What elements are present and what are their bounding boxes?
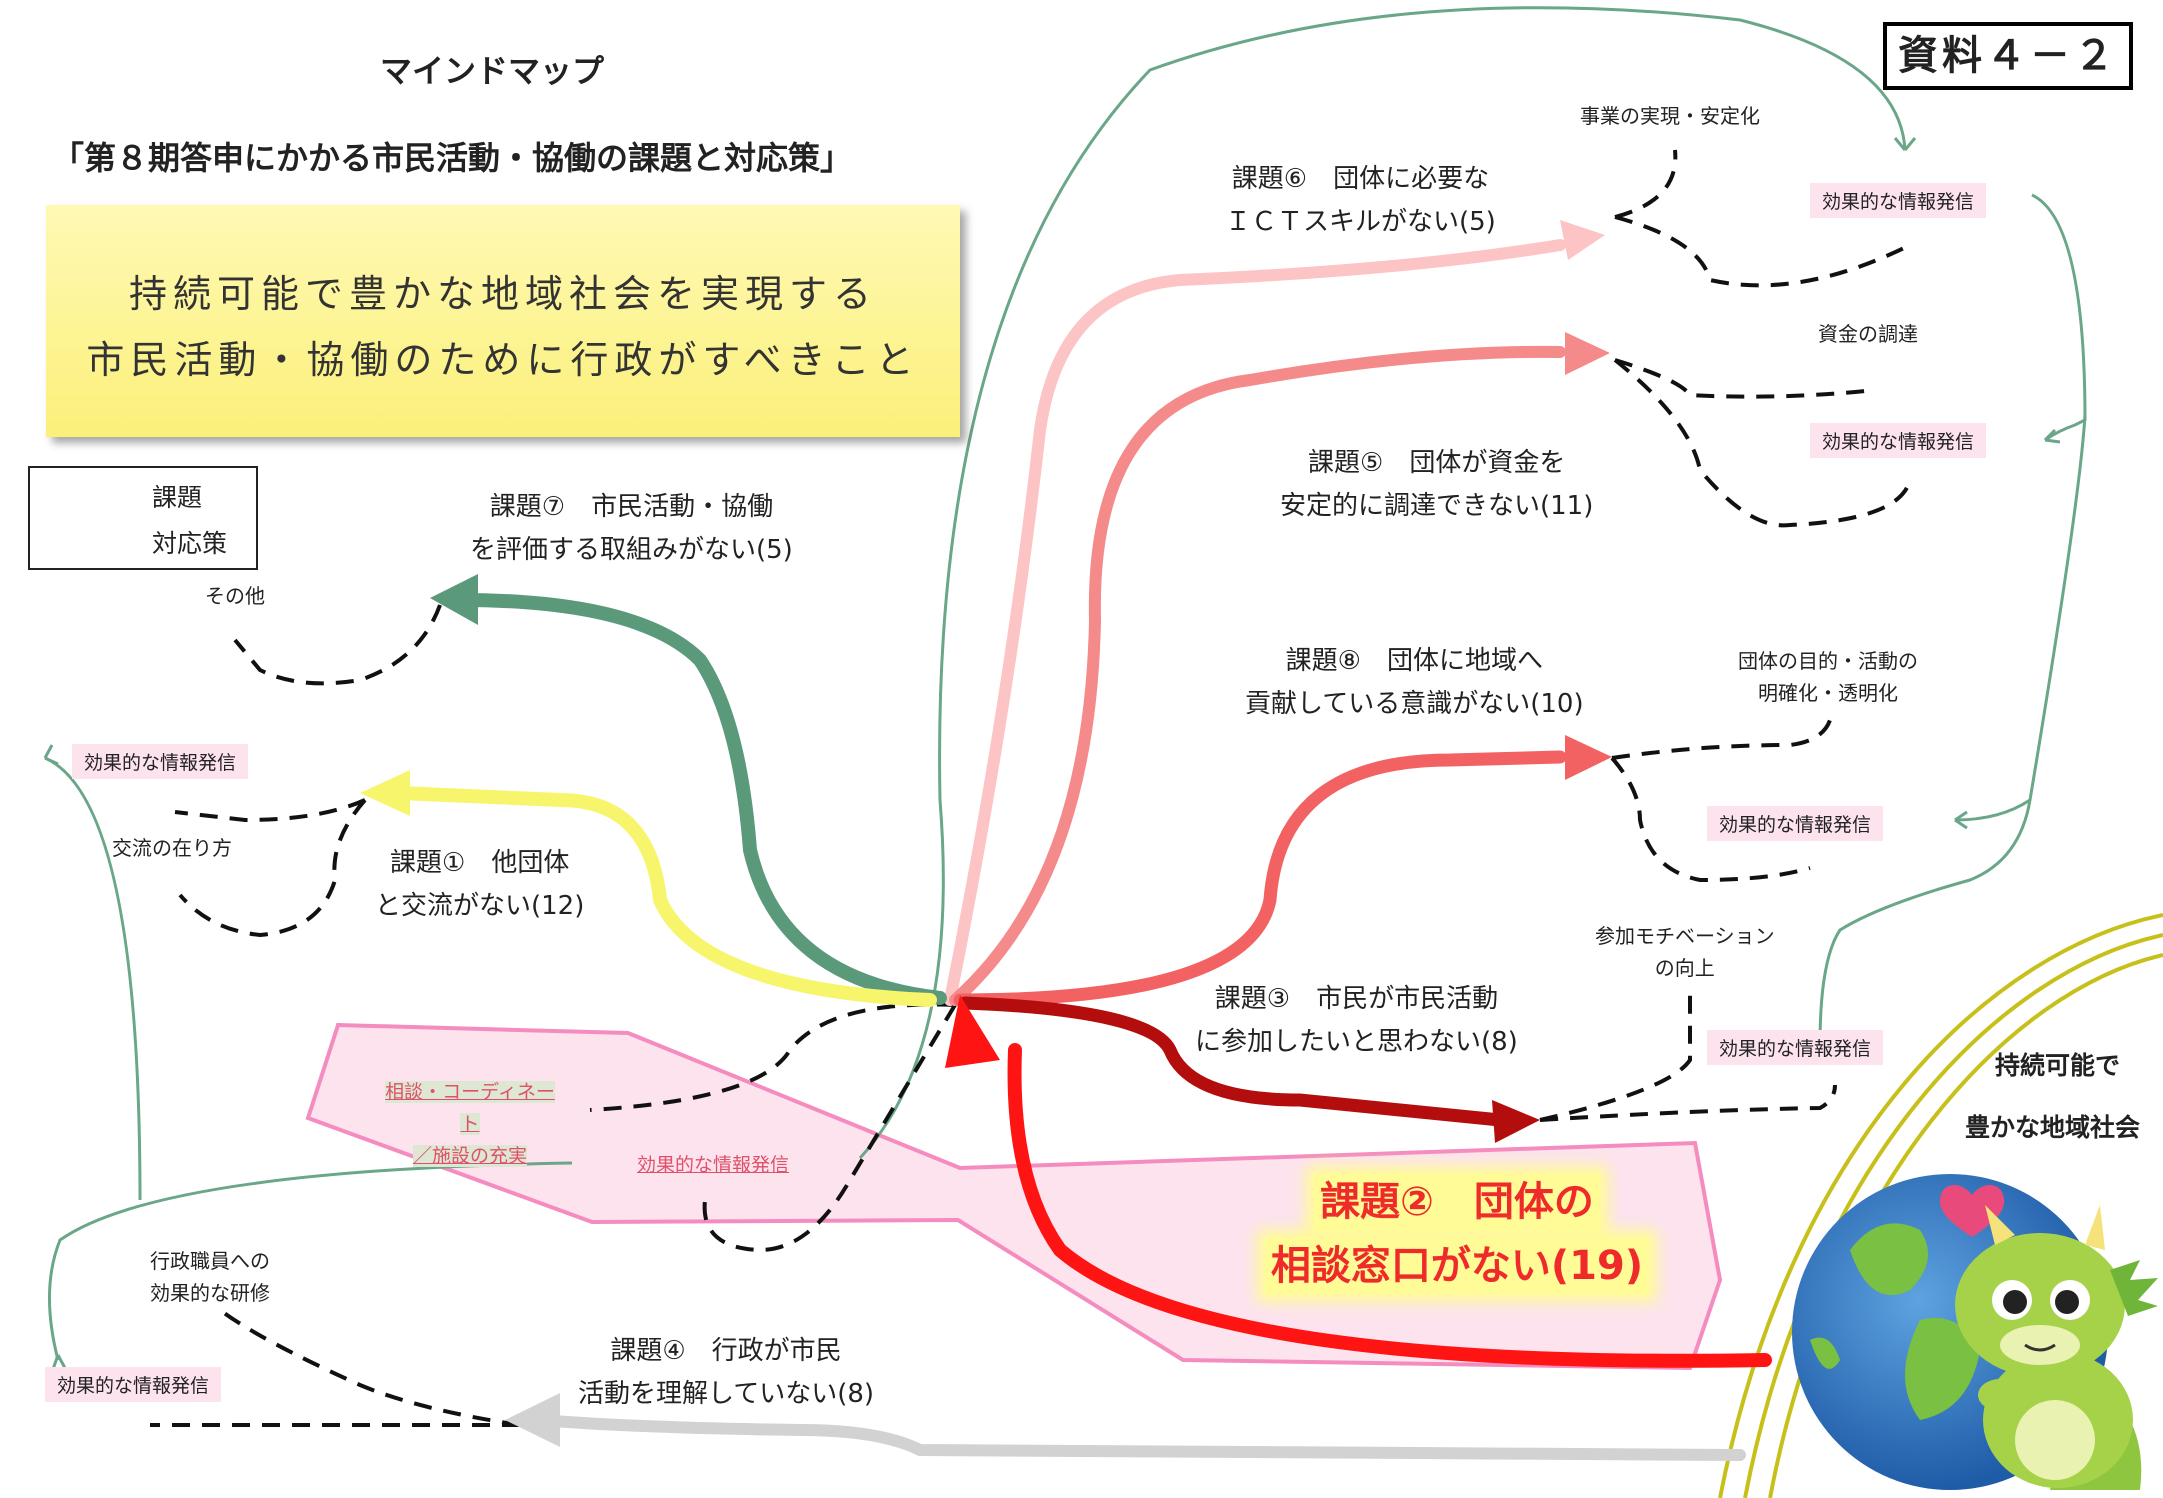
info-tag-issue3: 効果的な情報発信 bbox=[1707, 1030, 1884, 1065]
legend-countermeasure-label: 対応策 bbox=[152, 529, 228, 558]
dragon-mascot-icon bbox=[1955, 1205, 2158, 1490]
measure-info-consult: 効果的な情報発信 bbox=[637, 1154, 790, 1176]
issue4-arrow bbox=[534, 1414, 1746, 1461]
issue3-arrow bbox=[958, 996, 1507, 1127]
goal-line1: 持続可能で bbox=[1995, 1051, 2121, 1080]
heart-icon bbox=[1939, 1184, 2005, 1237]
measure-participation: 参加モチベーション の向上 bbox=[1595, 924, 1775, 980]
issue4-label: 課題④ 行政が市民 活動を理解していない(8) bbox=[578, 1336, 875, 1409]
document-id: 資料４－２ bbox=[1883, 22, 2133, 90]
measure-funding: 資金の調達 bbox=[1818, 322, 1918, 346]
info-tag-issue8: 効果的な情報発信 bbox=[1707, 806, 1884, 841]
measure-staff-training: 行政職員への 効果的な研修 bbox=[150, 1249, 270, 1305]
theme-line2: 市民活動・協働のために行政がすべきこと bbox=[86, 338, 920, 382]
page-subtitle: 「第８期答申にかかる市民活動・協働の課題と対応策」 bbox=[52, 139, 853, 177]
issue8-label: 課題⑧ 団体に地域へ 貢献している意識がない(10) bbox=[1245, 646, 1584, 719]
issue3-label: 課題③ 市民が市民活動 に参加したいと思わない(8) bbox=[1195, 984, 1518, 1057]
countermeasure-lines bbox=[150, 149, 1912, 1427]
issue7-arrow bbox=[453, 593, 947, 1005]
measure-purpose: 団体の目的・活動の 明確化・透明化 bbox=[1738, 649, 1918, 705]
measure-exchange: 交流の在り方 bbox=[112, 836, 232, 860]
issue2-label: 課題② 団体の 相談窓口がない(19) bbox=[1262, 1170, 1652, 1298]
issue6-arrow bbox=[944, 239, 1566, 1006]
issue5-arrow bbox=[949, 345, 1566, 1006]
issue8-arrow bbox=[953, 750, 1567, 1007]
theme-line1: 持続可能で豊かな地域社会を実現する bbox=[128, 272, 877, 316]
legend: 課題 対応策 bbox=[28, 466, 258, 570]
issue2-arrow bbox=[1007, 1043, 1772, 1368]
arrowheads bbox=[360, 220, 1612, 1447]
legend-issue-label: 課題 bbox=[152, 483, 203, 512]
issue5-label: 課題⑤ 団体が資金を 安定的に調達できない(11) bbox=[1280, 448, 1594, 521]
theme-box: 持続可能で豊かな地域社会を実現する 市民活動・協働のために行政がすべきこと bbox=[46, 205, 960, 437]
info-tag-issue6: 効果的な情報発信 bbox=[1810, 183, 1987, 218]
page-title: マインドマップ bbox=[380, 52, 605, 90]
info-tag-issue1: 効果的な情報発信 bbox=[72, 744, 249, 779]
issue1-label: 課題① 他団体 と交流がない(12) bbox=[375, 848, 585, 921]
measure-business: 事業の実現・安定化 bbox=[1580, 104, 1760, 128]
issue-arrows bbox=[393, 239, 1772, 1461]
measure-consult: 相談・コーディネート ／施設の充実 bbox=[385, 1081, 555, 1167]
goal-line2: 豊かな地域社会 bbox=[1965, 1113, 2141, 1142]
issue6-label: 課題⑥ 団体に必要な ＩＣＴスキルがない(5) bbox=[1225, 164, 1496, 237]
info-tag-issue5: 効果的な情報発信 bbox=[1810, 423, 1987, 458]
issue1-arrow bbox=[393, 786, 937, 1007]
info-tag-issue4: 効果的な情報発信 bbox=[45, 1367, 222, 1402]
issue7-label: 課題⑦ 市民活動・協働 を評価する取組みがない(5) bbox=[470, 492, 793, 565]
measure-other: その他 bbox=[205, 584, 265, 608]
